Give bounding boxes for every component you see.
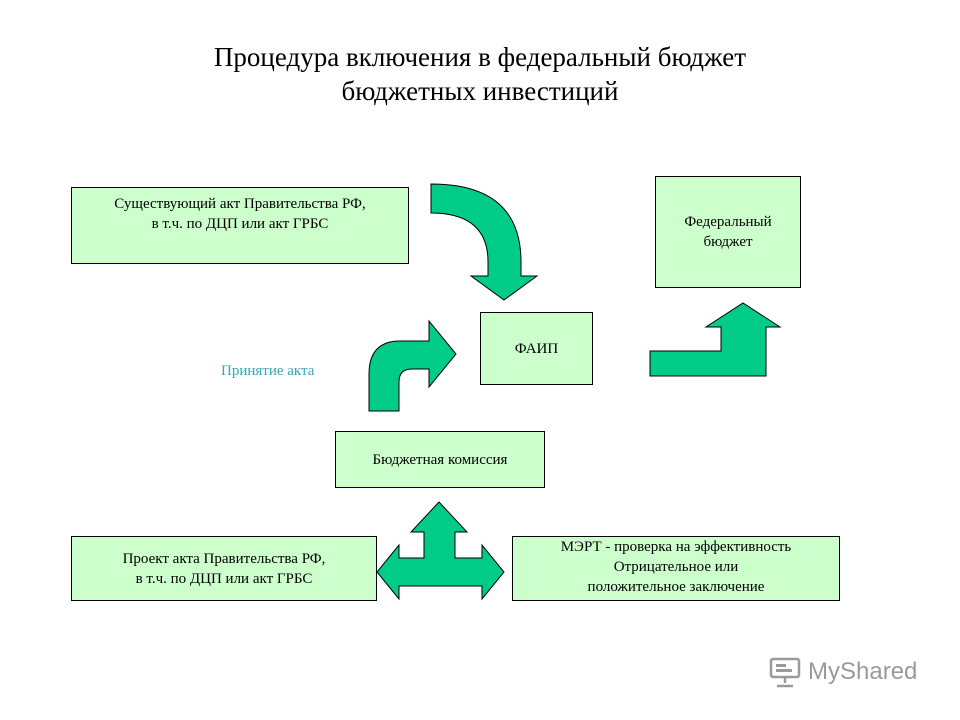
mert-review-box: МЭРТ - проверка на эффективность Отрицат… [512, 536, 840, 601]
mert-line-1: МЭРТ - проверка на эффективность [560, 539, 792, 555]
faip-label: ФАИП [514, 340, 559, 357]
existing-act-line-2: в т.ч. по ДЦП или акт ГРБС [151, 216, 329, 232]
watermark-text: MyShared [808, 658, 918, 685]
title-line-1: Процедура включения в федеральный бюджет [213, 42, 747, 72]
federal-budget-line-1: Федеральный [684, 214, 772, 230]
curved-arrow-up-to-faip [368, 319, 457, 412]
bent-arrow-to-federal-budget [649, 302, 782, 377]
budget-commission-label: Бюджетная комиссия [372, 451, 508, 468]
presentation-board-icon [769, 657, 801, 688]
draft-act-line-1: Проект акта Правительства РФ, [122, 550, 326, 567]
federal-budget-box: Федеральный бюджет [655, 176, 801, 288]
budget-commission-box: Бюджетная комиссия [335, 431, 545, 488]
title-line-2: бюджетных инвестиций [341, 76, 619, 106]
myshared-watermark: MyShared [768, 654, 917, 690]
existing-act-line-1: Существующий акт Правительства РФ, [114, 196, 366, 212]
mert-line-3: положительное заключение [587, 579, 765, 595]
faip-box: ФАИП [480, 312, 593, 385]
federal-budget-line-2: бюджет [703, 234, 753, 250]
mert-line-2: Отрицательное или [613, 559, 739, 575]
curved-arrow-down-to-faip [430, 183, 539, 301]
existing-government-act-box: Существующий акт Правительства РФ, в т.ч… [71, 187, 409, 264]
diagram-title: Процедура включения в федеральный бюджет… [0, 40, 960, 108]
three-way-arrow [376, 501, 505, 601]
draft-act-line-2: в т.ч. по ДЦП или акт ГРБС [135, 570, 313, 587]
draft-government-act-box: Проект акта Правительства РФ, в т.ч. по … [71, 536, 377, 601]
act-adoption-label: Принятие акта [221, 363, 315, 379]
